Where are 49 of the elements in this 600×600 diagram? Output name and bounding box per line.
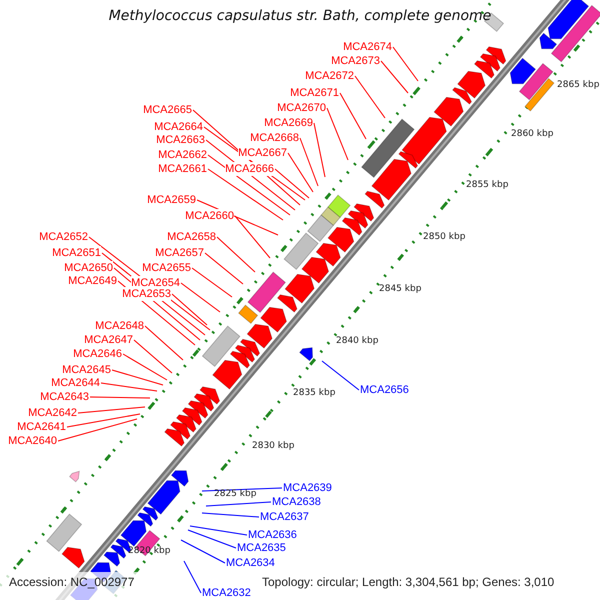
scale-label: 2865 kbp [557, 79, 600, 92]
scale-label: 2845 kbp [379, 283, 422, 296]
gene-label: MCA2666 [225, 162, 274, 176]
leader-line [216, 236, 256, 272]
leader-line [190, 526, 248, 536]
leader-line [208, 154, 290, 216]
leader-line [100, 382, 158, 392]
leader-line [340, 92, 366, 140]
scale-label: 2855 kbp [466, 179, 508, 192]
leader-line [144, 326, 184, 360]
leader-line [392, 46, 418, 82]
leader-line [322, 360, 360, 390]
leader-line [204, 252, 244, 284]
scale-label: 2860 kbp [511, 128, 554, 141]
leader-line [172, 294, 208, 326]
leader-line [326, 108, 348, 160]
leader-line [90, 396, 150, 398]
leader-line [112, 370, 164, 386]
leader-line [380, 60, 408, 94]
leader-line [78, 406, 146, 414]
scale-label: 2850 kbp [423, 231, 466, 244]
scale-label: 2840 kbp [336, 335, 378, 348]
leader-line [206, 502, 272, 506]
leader-line [192, 268, 232, 298]
leader-line [202, 488, 282, 492]
leader-line [58, 418, 138, 442]
leader-line [274, 168, 310, 198]
topology-text: Topology: circular; Length: 3,304,561 bp; Genes: 3,010 [262, 575, 554, 589]
leader-line [134, 340, 172, 374]
scale-label: 2830 kbp [252, 440, 294, 453]
leader-line [66, 414, 140, 428]
title: Methylococcus capsulatus str. Bath, complete genome [108, 9, 492, 23]
leader-line [234, 216, 270, 258]
leader-line [184, 560, 202, 594]
leader-line [300, 138, 318, 186]
leader-line [314, 122, 326, 178]
gene-label: MCA2653 [122, 287, 171, 301]
leader-line [202, 512, 260, 518]
leader-line [288, 152, 314, 192]
leader-line [354, 76, 386, 118]
leader-line [188, 530, 236, 548]
leader-line [180, 540, 226, 564]
scale-label: 2825 kbp [214, 488, 256, 501]
leader-line [122, 354, 168, 380]
accession-text: Accession: NC_002977 [9, 575, 134, 589]
scale-label: 2835 kbp [293, 387, 336, 400]
gene-label: MCA2667 [238, 146, 287, 160]
leader-line [180, 282, 220, 312]
leader-line [208, 168, 284, 220]
